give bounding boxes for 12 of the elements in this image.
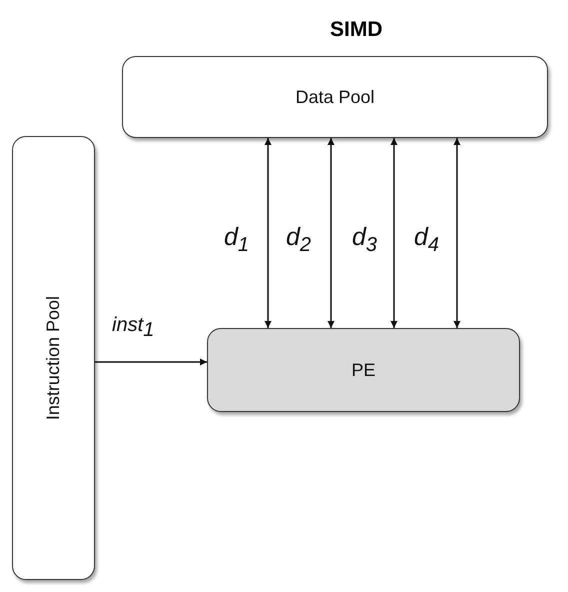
arrow [264, 138, 272, 328]
node-label: Data Pool [295, 86, 375, 108]
diagram-title: SIMD [330, 18, 382, 42]
process-box [207, 328, 520, 412]
node-label: PE [351, 360, 376, 380]
arrow [454, 138, 460, 328]
arrow [328, 138, 334, 328]
pool-box [12, 136, 95, 580]
arrow [95, 358, 207, 366]
node-label: Instruction Pool [43, 296, 64, 420]
pool-box [122, 56, 548, 138]
arrow [390, 138, 398, 328]
